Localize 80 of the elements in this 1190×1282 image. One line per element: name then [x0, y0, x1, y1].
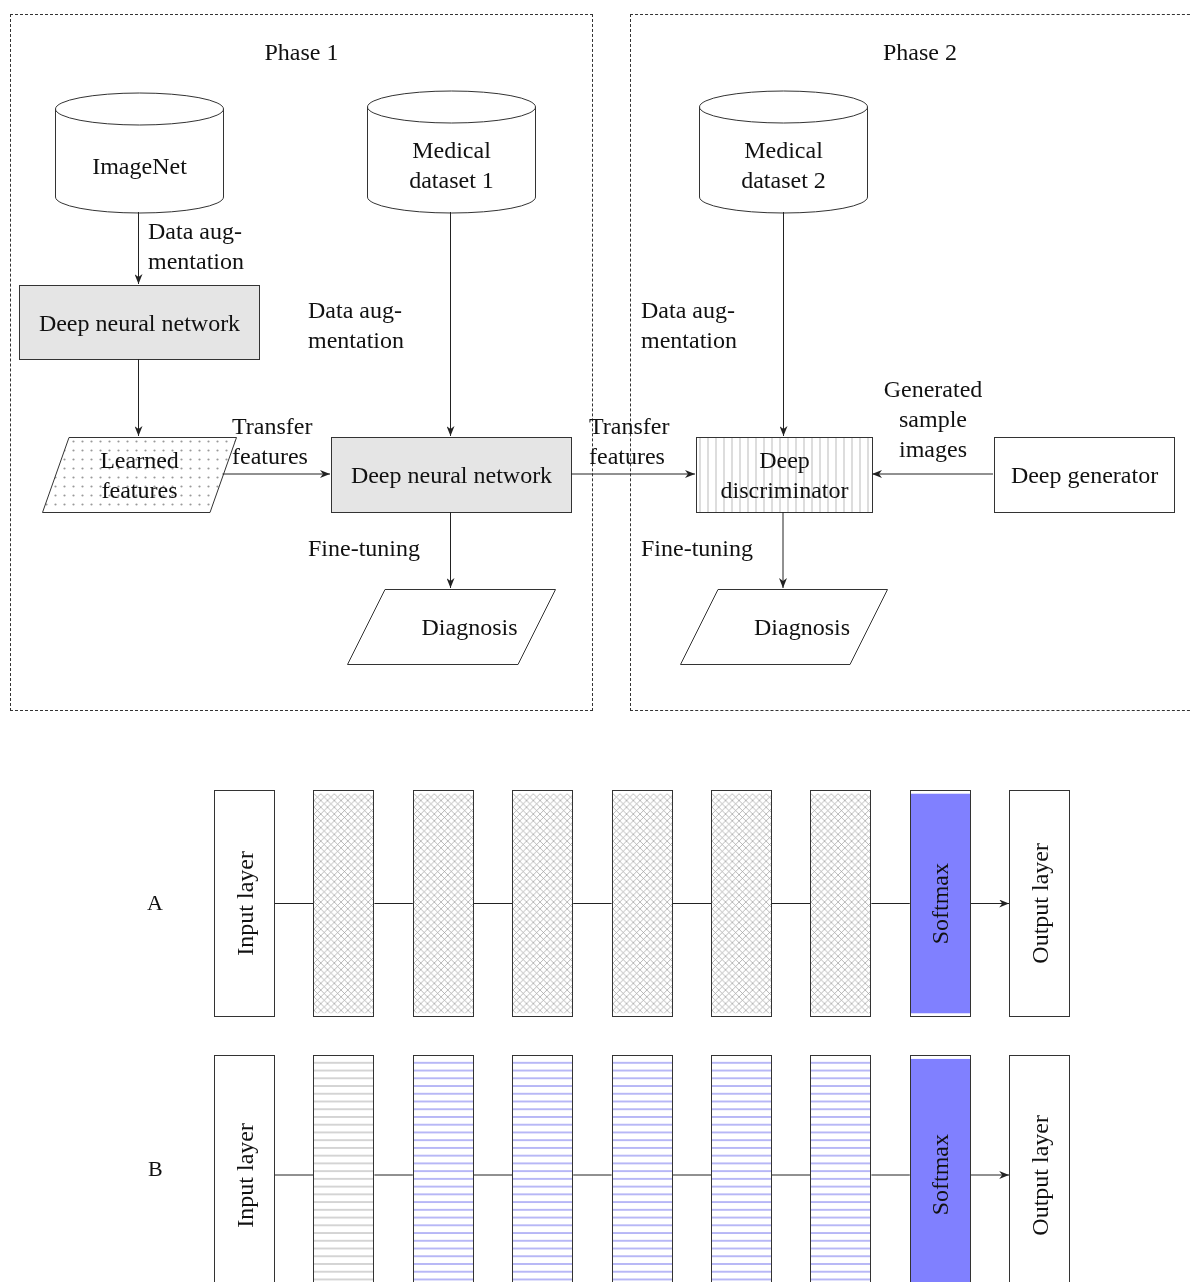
connector-line	[870, 1174, 911, 1176]
arrow	[970, 899, 1010, 908]
connector-line	[771, 903, 811, 904]
database-cylinder	[55, 93, 224, 213]
row-label: B	[148, 1156, 163, 1182]
layer-box	[214, 1055, 275, 1282]
layer-label: Output layer	[1025, 843, 1054, 964]
edge-label: Transfer features	[232, 412, 314, 471]
node-label: Learned features	[99, 446, 180, 505]
connector-line	[672, 903, 712, 904]
hidden-layer-box	[711, 1055, 772, 1282]
node-label: Medical dataset 2	[740, 136, 827, 195]
arrow	[871, 470, 994, 478]
process-box	[331, 437, 572, 513]
hidden-layer-box	[810, 790, 872, 1017]
layer-box	[1009, 1055, 1071, 1282]
connector-line	[274, 1174, 314, 1176]
node-label: Deep generator	[1010, 461, 1159, 490]
edge-label: Data aug- mentation	[308, 296, 405, 355]
connector-line	[572, 903, 613, 904]
hidden-layer-box	[313, 790, 375, 1017]
edge-label: Data aug- mentation	[641, 296, 738, 355]
connector-line	[473, 1174, 513, 1176]
edge-label: Generated sample images	[882, 375, 984, 464]
node-label: Diagnosis	[421, 613, 518, 642]
connector-line	[771, 1174, 811, 1176]
arrow	[222, 470, 331, 478]
edge-label: Fine-tuning	[641, 534, 754, 563]
discriminator-box	[696, 437, 873, 513]
node-label: Deep neural network	[38, 308, 241, 338]
process-box	[19, 285, 260, 360]
connector-line	[373, 903, 414, 904]
hidden-layer-box	[412, 790, 474, 1017]
hidden-layer-box	[313, 1055, 375, 1282]
node-label: ImageNet	[92, 152, 187, 181]
layer-label: Input layer	[230, 1122, 259, 1228]
layer-box	[1009, 790, 1071, 1017]
edge-label: Transfer features	[589, 412, 671, 471]
softmax-layer-box	[909, 790, 971, 1017]
edge-label: Data aug- mentation	[148, 217, 245, 276]
node-label: Diagnosis	[754, 613, 850, 642]
arrow	[970, 1171, 1010, 1179]
softmax-layer-box	[909, 1055, 971, 1282]
connector-line	[373, 1174, 414, 1176]
arrow	[134, 211, 143, 285]
database-cylinder	[367, 91, 536, 213]
layer-label: Output layer	[1025, 1114, 1054, 1236]
hidden-layer-box	[611, 1055, 673, 1282]
hidden-layer-box	[711, 790, 772, 1017]
output-parallelogram	[347, 589, 556, 665]
connector-line	[672, 1174, 712, 1176]
connector-line	[274, 903, 314, 904]
arrow	[779, 211, 788, 437]
panel-title: Phase 1	[264, 38, 339, 67]
hidden-layer-box	[412, 1055, 474, 1282]
layer-label: Softmax	[926, 1134, 955, 1216]
output-parallelogram	[680, 589, 888, 665]
edge-label: Fine-tuning	[308, 534, 421, 563]
arrow	[570, 470, 696, 478]
connector-line	[870, 903, 911, 904]
connector-line	[572, 1174, 613, 1176]
arrow	[446, 511, 455, 589]
hidden-layer-box	[512, 790, 574, 1017]
node-label: Medical dataset 1	[408, 136, 495, 195]
layer-box	[214, 790, 275, 1017]
process-box	[994, 437, 1175, 513]
database-cylinder	[699, 91, 868, 213]
panel-title: Phase 2	[883, 38, 957, 67]
hidden-layer-box	[810, 1055, 872, 1282]
arrow	[779, 511, 787, 589]
hidden-layer-box	[611, 790, 673, 1017]
node-label: Deep discriminator	[719, 446, 850, 505]
arrow	[446, 211, 455, 437]
layer-label: Softmax	[926, 862, 955, 945]
connector-line	[473, 903, 513, 904]
row-label: A	[147, 890, 163, 916]
arrow	[134, 358, 143, 437]
node-label: Deep neural network	[350, 461, 553, 490]
layer-label: Input layer	[230, 851, 259, 956]
hidden-layer-box	[512, 1055, 574, 1282]
